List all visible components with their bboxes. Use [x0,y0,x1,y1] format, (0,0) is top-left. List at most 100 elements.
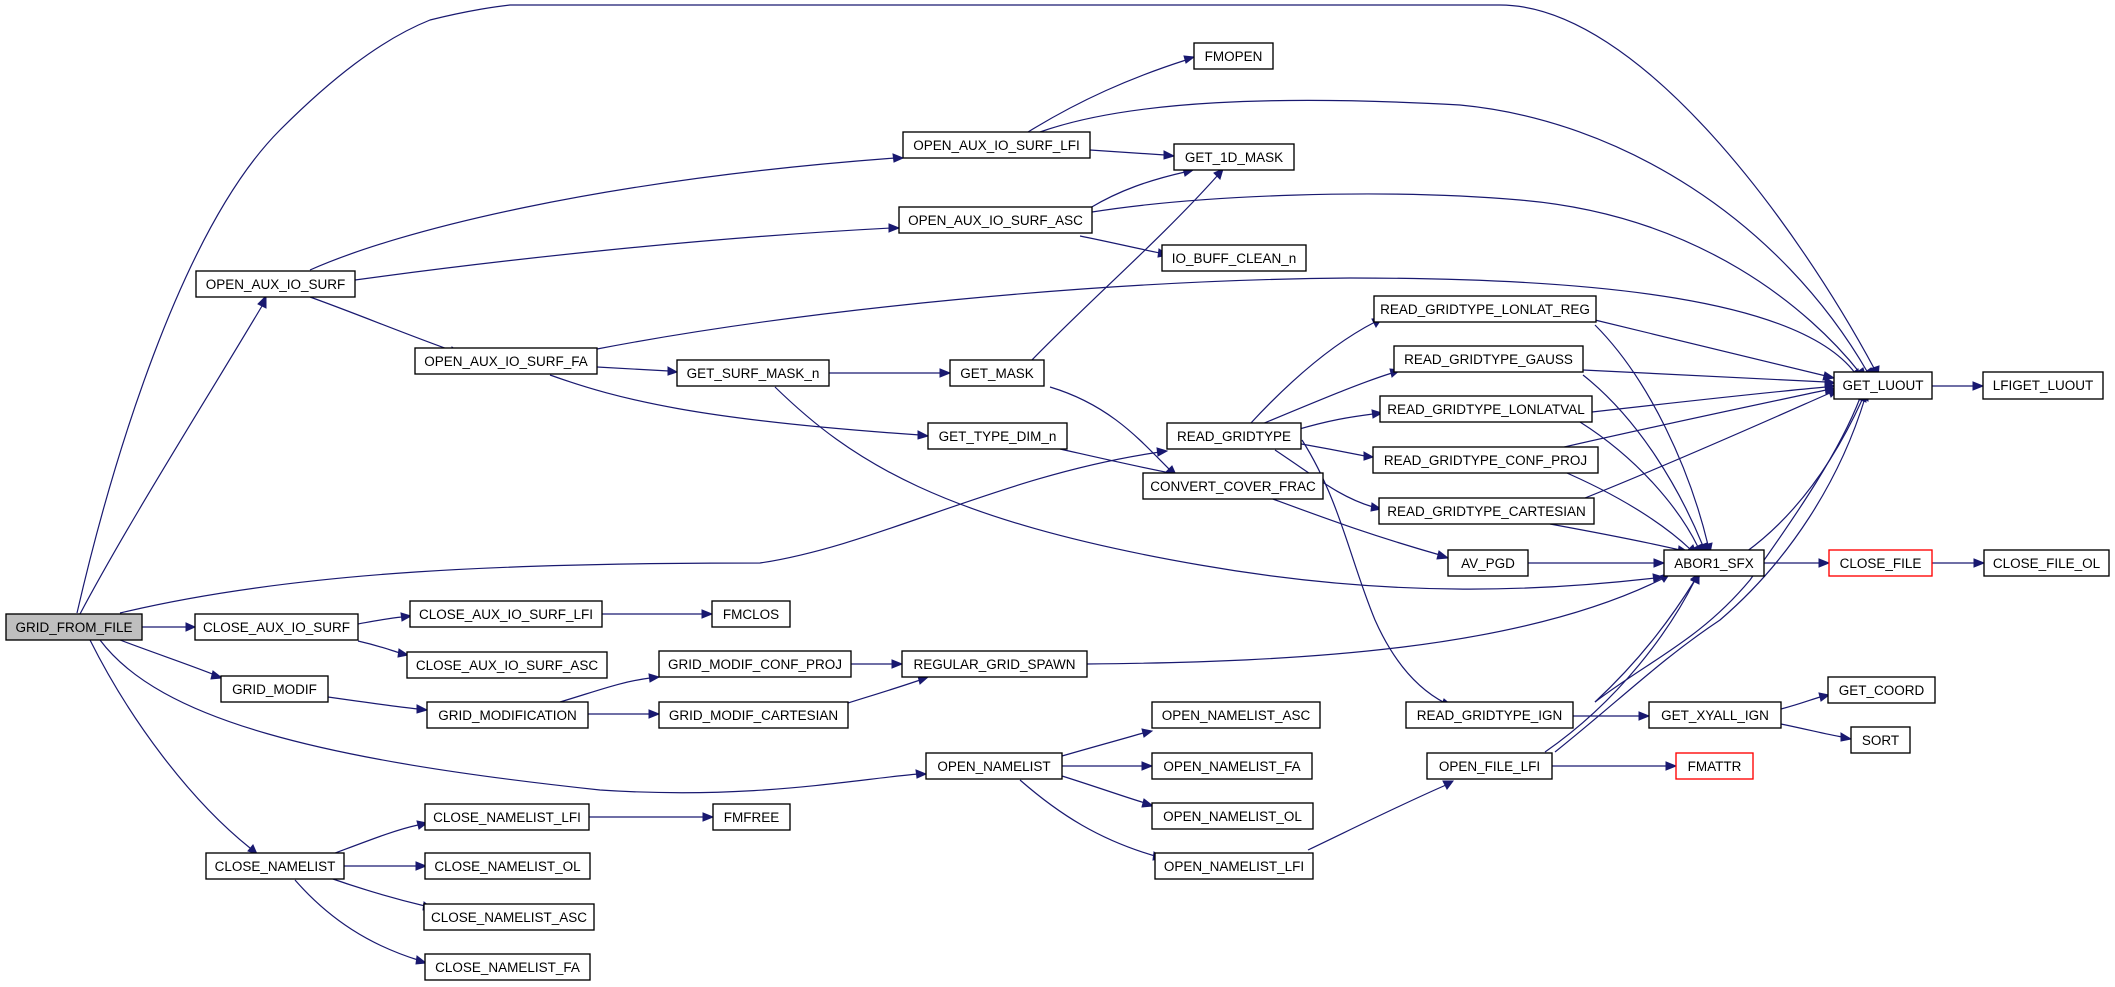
node-grid-modif[interactable]: GRID_MODIF [220,675,329,703]
node-label: GET_XYALL_IGN [1661,708,1769,723]
node-fmattr[interactable]: FMATTR [1675,752,1754,780]
edge-grid-modif-to-grid-modification [327,696,419,710]
edge-arrow [415,861,428,871]
edge-arrow [1363,451,1375,461]
node-open-namelist[interactable]: OPEN_NAMELIST [925,752,1063,780]
node-close-namelist-asc[interactable]: CLOSE_NAMELIST_ASC [423,903,595,931]
node-grid-modif-cartesian[interactable]: GRID_MODIF_CARTESIAN [658,701,849,729]
node-label: CLOSE_AUX_IO_SURF_LFI [419,607,593,622]
node-label: OPEN_NAMELIST_OL [1163,809,1302,824]
edge-grid-from-file-to-get-luout [76,4,1876,614]
node-label: ABOR1_SFX [1674,556,1754,571]
node-grid-modification[interactable]: GRID_MODIFICATION [426,701,589,729]
node-get-coord[interactable]: GET_COORD [1827,676,1936,704]
node-read-gridtype-lonlatval[interactable]: READ_GRIDTYPE_LONLATVAL [1379,395,1593,423]
node-read-gridtype[interactable]: READ_GRIDTYPE [1166,422,1302,450]
node-label: CLOSE_NAMELIST [215,859,336,874]
node-get-type-dim-n[interactable]: GET_TYPE_DIM_n [927,422,1068,450]
node-close-aux-io-surf-asc[interactable]: CLOSE_AUX_IO_SURF_ASC [406,651,608,679]
edge-fa-to-get-luout [596,277,1856,374]
edge-arrow [1183,55,1196,64]
node-open-aux-io-surf-asc[interactable]: OPEN_AUX_IO_SURF_ASC [898,206,1093,234]
node-close-namelist-lfi[interactable]: CLOSE_NAMELIST_LFI [424,803,590,831]
edge-arrow [1653,558,1666,568]
edge-lonlat-reg-to-get-luout [1594,319,1827,377]
edge-arrow [892,153,905,163]
edge-grid-from-file-to-open-namelist [99,639,919,794]
edge-arrow [915,769,928,779]
node-close-file-ol[interactable]: CLOSE_FILE_OL [1983,549,2110,577]
edge-conf-proj-to-abor1 [1559,469,1691,550]
node-convert-cover-frac[interactable]: CONVERT_COVER_FRAC [1142,472,1324,500]
node-label: OPEN_AUX_IO_SURF_ASC [908,213,1083,228]
edge-arrow [701,609,714,619]
edge-arrow [1972,381,1985,391]
node-open-namelist-lfi[interactable]: OPEN_NAMELIST_LFI [1154,852,1314,880]
node-close-file[interactable]: CLOSE_FILE [1828,549,1933,577]
node-get-1d-mask[interactable]: GET_1D_MASK [1173,143,1295,171]
node-open-aux-io-surf-lfi[interactable]: OPEN_AUX_IO_SURF_LFI [902,131,1091,159]
node-read-gridtype-gauss[interactable]: READ_GRIDTYPE_GAUSS [1393,345,1584,373]
edge-grid-modification-to-conf-proj [559,677,651,703]
node-open-namelist-asc[interactable]: OPEN_NAMELIST_ASC [1151,701,1321,729]
node-label: READ_GRIDTYPE_CARTESIAN [1387,504,1586,519]
node-fmclos[interactable]: FMCLOS [711,600,791,628]
node-read-gridtype-lonlat-reg[interactable]: READ_GRIDTYPE_LONLAT_REG [1373,295,1597,323]
node-abor1-sfx[interactable]: ABOR1_SFX [1663,549,1765,577]
node-get-luout[interactable]: GET_LUOUT [1833,371,1933,400]
edge-lonlat-reg-to-abor1 [1594,324,1709,546]
node-open-namelist-fa[interactable]: OPEN_NAMELIST_FA [1151,752,1313,780]
node-read-gridtype-cartesian[interactable]: READ_GRIDTYPE_CARTESIAN [1378,497,1595,525]
node-fmopen[interactable]: FMOPEN [1193,42,1274,70]
node-sort[interactable]: SORT [1850,726,1911,754]
edge-close-namelist-to-fa [294,879,419,961]
node-lfiget-luout[interactable]: LFIGET_LUOUT [1982,371,2104,400]
node-label: CONVERT_COVER_FRAC [1150,479,1316,494]
node-get-xyall-ign[interactable]: GET_XYALL_IGN [1648,701,1782,729]
node-label: GET_COORD [1839,683,1925,698]
node-close-namelist-ol[interactable]: CLOSE_NAMELIST_OL [424,852,591,880]
edge-read-gridtype-to-lonlat-reg [1249,321,1376,425]
edge-arrow [1818,558,1831,568]
edge-arrow [1163,150,1176,160]
node-regular-grid-spawn[interactable]: REGULAR_GRID_SPAWN [901,650,1088,678]
node-av-pgd[interactable]: AV_PGD [1447,549,1529,577]
edge-open-aux-io-surf-to-fa [309,296,454,352]
node-open-file-lfi[interactable]: OPEN_FILE_LFI [1426,752,1553,780]
node-close-namelist[interactable]: CLOSE_NAMELIST [205,852,345,880]
node-label: IO_BUFF_CLEAN_n [1172,251,1297,266]
node-label: OPEN_AUX_IO_SURF_LFI [913,138,1080,153]
node-label: CLOSE_FILE_OL [1993,556,2101,571]
edge-arrow [891,659,904,669]
node-close-namelist-fa[interactable]: CLOSE_NAMELIST_FA [424,953,591,981]
edge-get-type-dim-to-convert-cover-frac [1059,448,1171,474]
node-fmfree[interactable]: FMFREE [712,803,791,831]
node-grid-from-file[interactable]: GRID_FROM_FILE [5,613,143,641]
node-grid-modif-conf-proj[interactable]: GRID_MODIF_CONF_PROJ [658,650,852,678]
node-open-namelist-ol[interactable]: OPEN_NAMELIST_OL [1151,802,1314,830]
edge-grid-from-file-to-open-aux-io-surf [79,305,263,615]
edge-read-gridtype-to-gauss [1261,372,1393,425]
node-open-aux-io-surf-fa[interactable]: OPEN_AUX_IO_SURF_FA [414,347,598,375]
node-open-aux-io-surf[interactable]: OPEN_AUX_IO_SURF [195,270,356,298]
node-get-surf-mask-n[interactable]: GET_SURF_MASK_n [676,359,830,387]
edge-close-namelist-to-asc [329,877,426,907]
edge-arrow [400,612,413,622]
node-read-gridtype-ign[interactable]: READ_GRIDTYPE_IGN [1405,701,1574,729]
edge-lonlatval-to-get-luout [1591,386,1827,413]
edge-close-namelist-to-lfi [329,824,419,856]
edge-arrow [415,955,428,965]
edge-arrow [210,670,224,680]
node-close-aux-io-surf-lfi[interactable]: CLOSE_AUX_IO_SURF_LFI [409,600,603,628]
node-read-gridtype-conf-proj[interactable]: READ_GRIDTYPE_CONF_PROJ [1372,446,1599,474]
node-label: CLOSE_AUX_IO_SURF [203,620,350,635]
edge-lonlatval-to-abor1 [1579,421,1699,548]
node-label: READ_GRIDTYPE_LONLAT_REG [1380,302,1590,317]
edge-arrow [185,622,197,632]
node-close-aux-io-surf[interactable]: CLOSE_AUX_IO_SURF [194,613,359,641]
edge-gauss-to-get-luout [1582,369,1827,383]
edge-arrow [1141,761,1154,771]
edge-lfi-to-get-luout [1039,99,1869,374]
node-io-buff-clean-n[interactable]: IO_BUFF_CLEAN_n [1161,244,1307,272]
node-get-mask[interactable]: GET_MASK [949,359,1045,387]
